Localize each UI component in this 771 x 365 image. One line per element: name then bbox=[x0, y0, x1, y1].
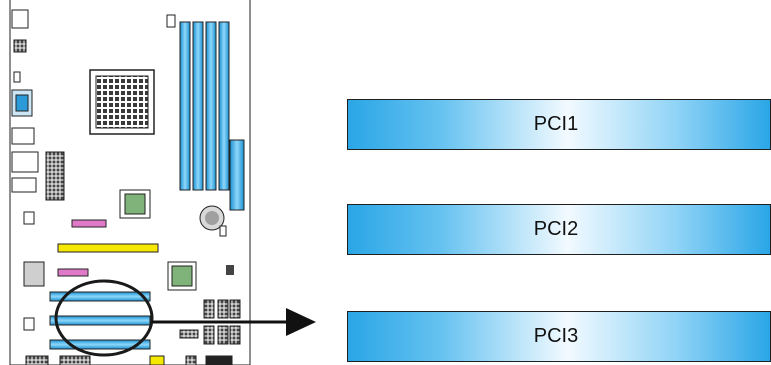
io-chip bbox=[23, 317, 35, 331]
ellipse-highlight-icon bbox=[54, 279, 154, 357]
dimm-slot-4 bbox=[218, 21, 230, 191]
front-header bbox=[45, 151, 65, 201]
pci-slot-board-2 bbox=[49, 315, 151, 326]
pci-slot-board-3 bbox=[49, 339, 151, 350]
usb-port bbox=[11, 127, 35, 145]
bottom-header-3 bbox=[149, 355, 165, 365]
header-small bbox=[219, 225, 227, 237]
io-connector bbox=[11, 9, 29, 29]
dimm-slot-3 bbox=[205, 21, 217, 191]
bios-chip bbox=[23, 261, 45, 287]
pci-slot-2: PCI2 bbox=[347, 204, 771, 255]
atx-power-connector bbox=[229, 139, 245, 211]
arrow-right-icon bbox=[286, 308, 316, 336]
pci-slot-1: PCI1 bbox=[347, 99, 771, 150]
sata-header-1 bbox=[179, 329, 199, 339]
audio-port bbox=[11, 177, 37, 193]
pci-slot-2-label: PCI2 bbox=[533, 218, 579, 240]
usb-header-5 bbox=[217, 325, 229, 345]
lan-port bbox=[11, 151, 39, 173]
dimm-slot-1 bbox=[179, 21, 191, 191]
bottom-header-2 bbox=[59, 355, 91, 365]
motherboard-diagram bbox=[9, 0, 292, 365]
usb-header-1 bbox=[203, 299, 215, 319]
pci-slot-3: PCI3 bbox=[347, 311, 771, 362]
usb-header-4 bbox=[203, 325, 215, 345]
pci-slot-1-label: PCI1 bbox=[533, 113, 579, 135]
pci-slot-board-1 bbox=[49, 291, 151, 302]
power-connector bbox=[13, 39, 27, 53]
jumper bbox=[226, 265, 234, 275]
pci-slot-3-label: PCI3 bbox=[533, 325, 579, 347]
board-outline bbox=[9, 0, 251, 365]
dimm-slot-2 bbox=[192, 21, 204, 191]
usb-header-6 bbox=[229, 325, 241, 345]
usb-header-2 bbox=[217, 299, 229, 319]
bottom-header-1 bbox=[25, 355, 49, 365]
usb-header-3 bbox=[229, 299, 241, 319]
pcie-x1-slot-1 bbox=[71, 219, 107, 228]
front-panel-header bbox=[205, 355, 233, 365]
bottom-header-4 bbox=[185, 355, 197, 365]
small-header bbox=[13, 71, 21, 83]
pcie-x1-slot-2 bbox=[57, 268, 89, 277]
pcie-x16-slot bbox=[57, 243, 159, 253]
small-chip bbox=[23, 211, 35, 225]
fan-header bbox=[166, 14, 176, 28]
